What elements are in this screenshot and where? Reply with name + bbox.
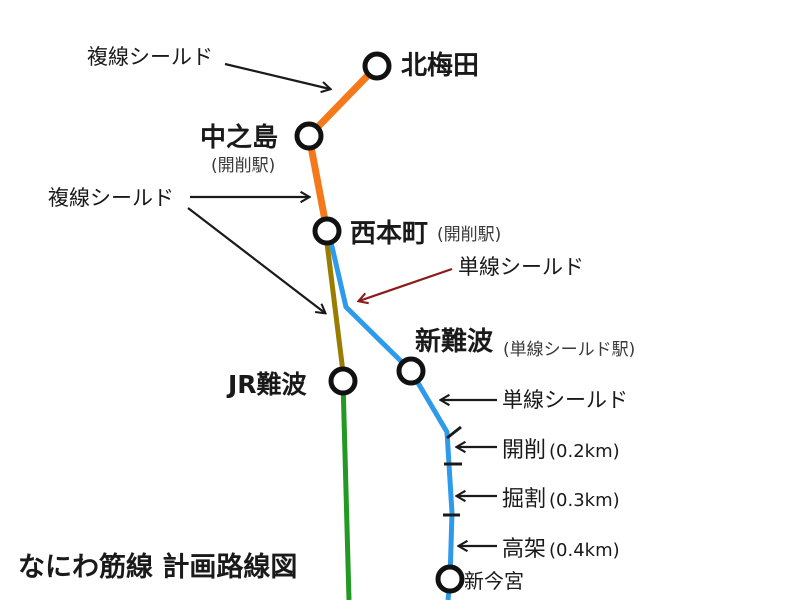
station-label-nishi-hommachi: 西本町 [350,219,428,249]
arrow-double-shield-mid-down [187,207,325,313]
annotation-elevated-section-detail: (0.4km) [549,540,620,561]
annotation-cut-section: 開削 [502,438,546,463]
station-note-shin-namba: (単線シールド駅) [503,340,635,360]
station-label-kita-umeda: 北梅田 [401,50,479,81]
annotation-cutting-section-detail: (0.3km) [549,490,620,511]
annotation-cut-section-detail: (0.2km) [549,441,620,462]
station-label-nakanoshima: 中之島 [200,122,278,153]
section-tick-1 [446,425,462,440]
station-label-shin-namba: 新難波 [415,326,494,357]
station-marker-kita-umeda [362,51,392,81]
arrow-double-shield-top [224,62,330,89]
double-track-shield-line [305,62,381,235]
station-marker-shin-imamiya [435,564,465,594]
annotation-single-shield-black: 単線シールド [502,388,628,412]
station-label-jr-namba: JR難波 [226,370,308,399]
station-marker-nakanoshima [294,121,324,151]
jr-namba-connection-line [323,234,346,373]
annotation-elevated-section: 高架 [502,537,546,562]
annotation-double-shield-mid: 複線シールド [48,186,174,210]
existing-jr-line [340,380,352,600]
annotation-double-shield-top: 複線シールド [87,45,213,69]
annotation-cutting-section: 掘割 [502,487,546,512]
station-label-shin-imamiya: 新今宮 [464,569,524,593]
station-marker-jr-namba [328,366,358,396]
arrow-single-shield-red [359,267,453,301]
station-marker-shin-namba [396,356,426,386]
annotation-single-shield-red: 単線シールド [458,255,584,279]
station-note-nakanoshima: (開削駅) [211,156,275,176]
station-marker-nishi-hommachi [312,216,342,246]
station-note-nishi-hommachi: (開削駅) [437,225,501,245]
page-title: なにわ筋線 計画路線図 [18,551,297,583]
